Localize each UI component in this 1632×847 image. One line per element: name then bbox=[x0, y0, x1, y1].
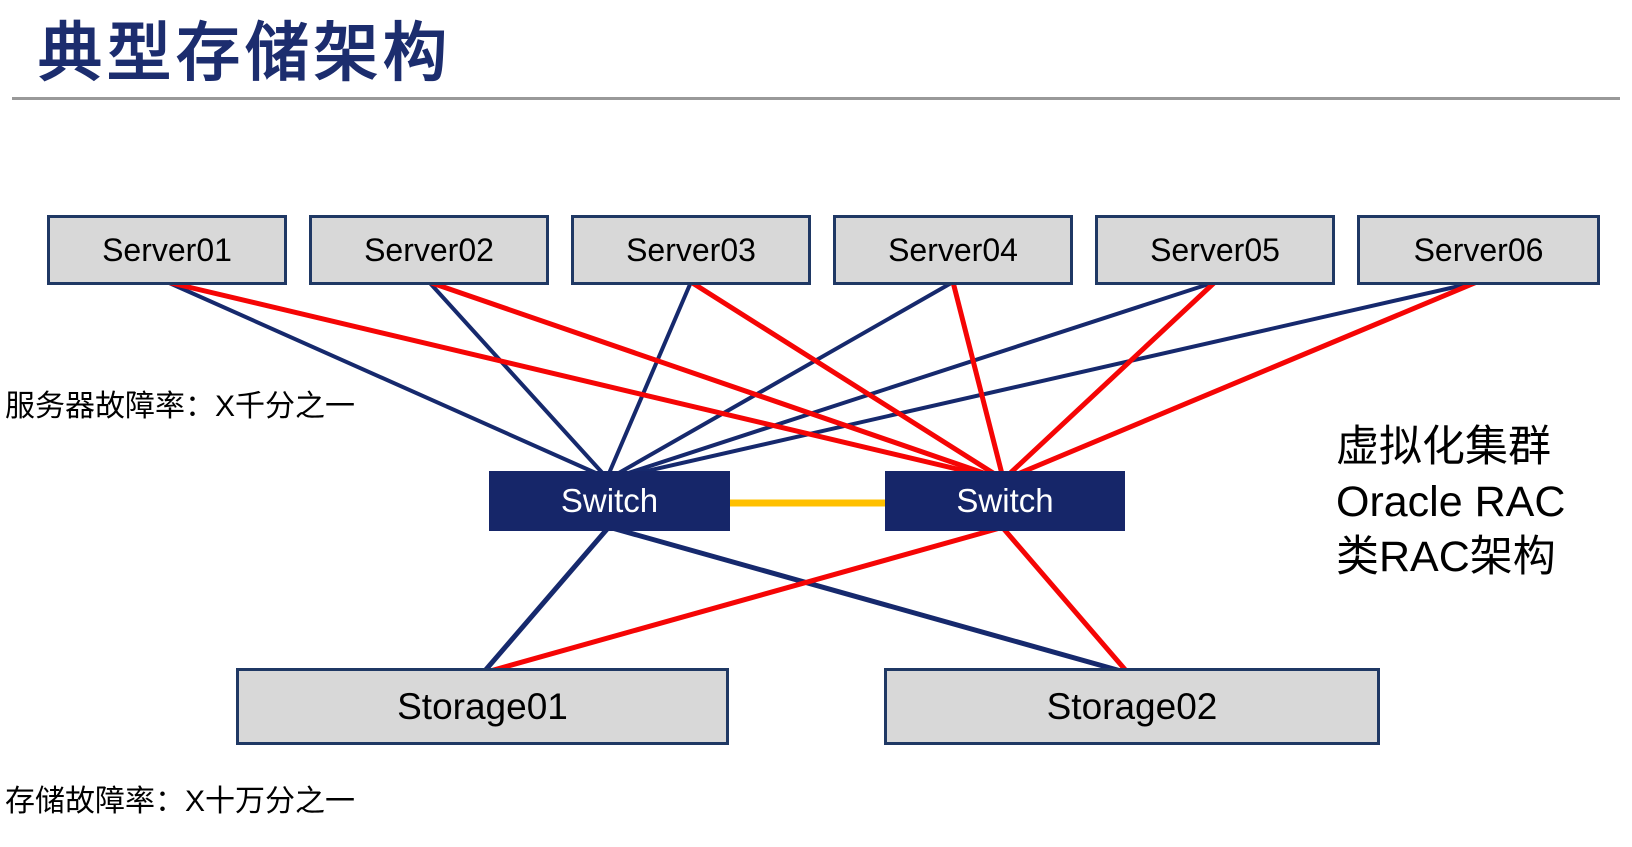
edge-server01-switch-right bbox=[164, 279, 998, 481]
edge-server04-switch-left bbox=[608, 280, 955, 480]
storage-failure-rate-label: 存储故障率：X十万分之一 bbox=[5, 785, 356, 818]
edge-server01-switch-left bbox=[165, 280, 609, 480]
edge-server02-switch-right bbox=[426, 279, 1001, 481]
switch-box-switch-left: Switch bbox=[489, 471, 730, 531]
server-box-server04: Server04 bbox=[833, 215, 1073, 285]
cluster-note-line-2: Oracle RAC bbox=[1336, 478, 1566, 526]
cluster-note: 虚拟化集群 Oracle RAC 类RAC架构 bbox=[1336, 420, 1565, 585]
edge-server02-switch-left bbox=[427, 280, 609, 480]
edge-switch-left-storage01 bbox=[480, 525, 611, 676]
storage-box-storage02: Storage02 bbox=[884, 668, 1380, 745]
edge-switch-right-storage02 bbox=[1000, 525, 1131, 676]
cluster-note-line-3: 类RAC架构 bbox=[1336, 533, 1556, 581]
edge-server03-switch-left bbox=[605, 280, 693, 480]
server-failure-rate-label: 服务器故障率：X千分之一 bbox=[5, 390, 356, 423]
slide-title: 典型存储架构 bbox=[38, 17, 452, 89]
edge-server04-switch-right bbox=[950, 279, 1006, 481]
title-divider bbox=[12, 97, 1620, 100]
switch-box-switch-right: Switch bbox=[885, 471, 1125, 531]
server-box-server06: Server06 bbox=[1357, 215, 1600, 285]
edge-server06-switch-right bbox=[1005, 279, 1480, 481]
edge-server03-switch-right bbox=[688, 279, 1004, 481]
edge-switch-left-storage02 bbox=[609, 525, 1131, 676]
server-box-server02: Server02 bbox=[309, 215, 549, 285]
server-box-server03: Server03 bbox=[571, 215, 811, 285]
storage-box-storage01: Storage01 bbox=[236, 668, 729, 745]
server-box-server01: Server01 bbox=[47, 215, 287, 285]
edge-server06-switch-left bbox=[614, 280, 1479, 480]
cluster-note-line-1: 虚拟化集群 bbox=[1336, 423, 1551, 471]
edge-switch-right-storage01 bbox=[480, 525, 1003, 676]
edge-server05-switch-right bbox=[1002, 279, 1218, 481]
edge-server05-switch-left bbox=[611, 280, 1217, 480]
server-box-server05: Server05 bbox=[1095, 215, 1335, 285]
